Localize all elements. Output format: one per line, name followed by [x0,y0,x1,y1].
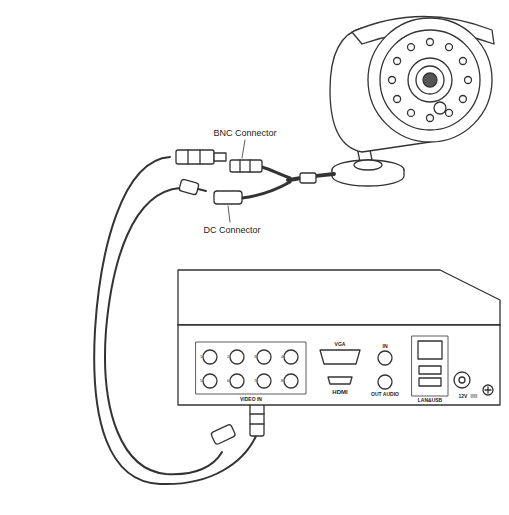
ir-led [446,44,453,51]
ir-led [459,96,466,103]
ir-led [465,77,472,84]
dc-symbol [471,397,477,398]
ir-led [427,115,434,122]
bnc-port [203,374,217,388]
bnc-male [176,150,214,164]
ir-led [389,77,396,84]
bnc-port [257,374,271,388]
bnc-male-dvr [250,404,264,436]
connector-label: DC Connector [203,226,260,235]
ir-led [427,39,434,46]
dc-jack [454,372,470,388]
channel-number: 8 [281,379,283,383]
video-in-frame [196,342,306,394]
lan-port [418,341,442,359]
camera-lens-glass [423,73,437,87]
bnc-male-ridge [199,150,200,164]
bnc-port [257,350,271,364]
lan-usb-frame [412,336,448,396]
camera-pigtail [214,140,334,222]
channel-number: 6 [227,379,229,383]
dc-female-dvr [210,424,235,445]
bnc-male-ridge [187,150,188,164]
ir-led [394,96,401,103]
camera-base-top [354,160,382,170]
ir-led [446,109,453,116]
pigtail-video-wire [262,167,290,178]
bnc-female-ridge [239,160,240,172]
dvr-top [178,270,500,325]
port-label: IN [383,344,388,349]
audio-in-port [378,351,392,365]
leader-line [228,206,230,222]
ir-led [408,109,415,116]
camera-base-side [332,170,404,186]
channel-number: 1 [200,355,202,359]
usb-port [419,366,441,374]
port-label: LAN&USB [418,398,442,403]
channel-number: 7 [254,379,256,383]
bnc-port [203,350,217,364]
port-label: OUT AUDIO [371,392,399,397]
bnc-male-ridge [250,413,264,414]
bnc-port [284,350,298,364]
bnc-female-ridge [249,160,250,172]
bnc-port [230,374,244,388]
bnc-male-tip [214,153,226,161]
ground-terminal [487,387,488,393]
port-label: HDMI [332,389,347,395]
port-label: VIDEO IN [240,397,262,402]
ir-led [394,58,401,65]
channel-number: 4 [281,355,283,359]
pigtail-power-wire [242,182,290,198]
audio-out-port [378,375,392,389]
connector-label: BNC Connector [213,129,276,138]
ir-led [408,44,415,51]
dc-male-tip [198,189,206,191]
vga-port [320,350,360,364]
hdmi-port [328,377,352,384]
channel-number: 3 [254,355,256,359]
channel-number: 5 [200,379,202,383]
camera-lens-ring [416,66,444,94]
channel-number: 2 [227,355,229,359]
dvr-rear-panel [178,325,500,405]
port-label: VGA [335,342,346,347]
dc-male [179,179,199,195]
ground-terminal [483,385,493,395]
camera-front-ring [380,30,480,130]
dc-jack-pin [459,377,465,383]
leader-line [242,140,245,158]
bnc-male-ridge [250,423,264,424]
camera-front [368,18,492,142]
camera [330,16,494,186]
pigtail-sleeve [300,173,316,183]
usb-port [419,378,441,386]
dc-female [214,191,242,204]
bnc-port [230,350,244,364]
camera-lens [408,58,452,102]
port-label: 12V [459,394,468,399]
dc-symbol [471,395,477,396]
ir-led [459,58,466,65]
dvr [178,270,500,405]
bnc-female [230,160,262,172]
bnc-port [284,374,298,388]
light-sensor [434,102,446,114]
